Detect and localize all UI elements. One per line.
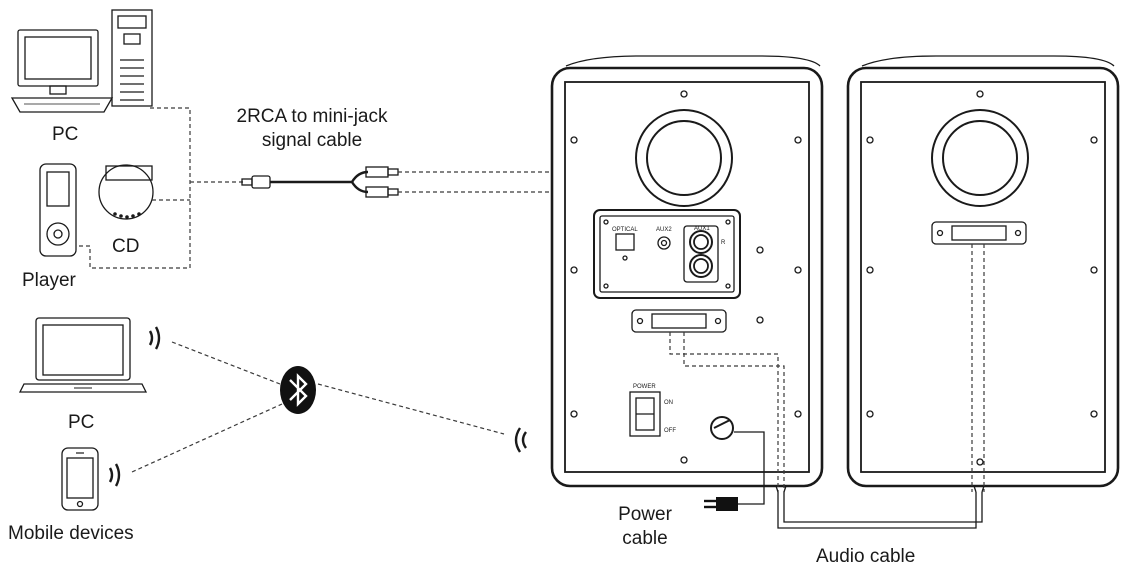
on-label: ON: [664, 400, 673, 406]
cd-label: CD: [112, 236, 140, 257]
power-cable-label-line1: Power: [618, 504, 672, 525]
audio-cable-label: Audio cable: [816, 546, 916, 567]
audio-cable-icon: [775, 485, 985, 529]
smartphone-icon: [61, 447, 99, 511]
power-cable-icon: [734, 431, 765, 505]
active-speaker-back: OPTICAL AUX2 AUX1 R POWER ON OFF: [550, 55, 824, 488]
desktop-pc-icon: [10, 9, 153, 113]
pc-label: PC: [52, 124, 79, 145]
wireless-signal-icon: [148, 326, 161, 350]
power-label: POWER: [633, 384, 656, 390]
power-plug-icon: [704, 497, 738, 511]
signal-cable-label-line1: 2RCA to mini-jack: [236, 106, 388, 127]
audio-cable-dashed-routing: [669, 244, 985, 492]
mobile-devices-label: Mobile devices: [8, 523, 134, 544]
bluetooth-dashed-lines: [131, 341, 505, 473]
wireless-signal-icon: [108, 463, 121, 487]
cd-player-icon: [98, 164, 154, 220]
aux1-label: AUX1: [694, 226, 710, 232]
optical-label: OPTICAL: [612, 227, 638, 233]
rca-minijack-cable-icon: [241, 166, 399, 198]
pc-bluetooth-label: PC: [68, 412, 95, 433]
source-dashed-connections: [78, 107, 244, 269]
aux1-r-label: R: [721, 240, 726, 246]
signal-cable-label-line2: signal cable: [261, 130, 363, 151]
player-label: Player: [22, 270, 76, 291]
bluetooth-icon: [280, 366, 316, 414]
power-cable-label-line2: cable: [622, 528, 668, 549]
off-label: OFF: [664, 428, 676, 434]
wireless-signal-icon: [514, 427, 527, 453]
passive-speaker-back: [846, 55, 1120, 488]
media-player-icon: [39, 163, 77, 257]
laptop-icon: [18, 317, 148, 393]
aux2-label: AUX2: [656, 227, 672, 233]
